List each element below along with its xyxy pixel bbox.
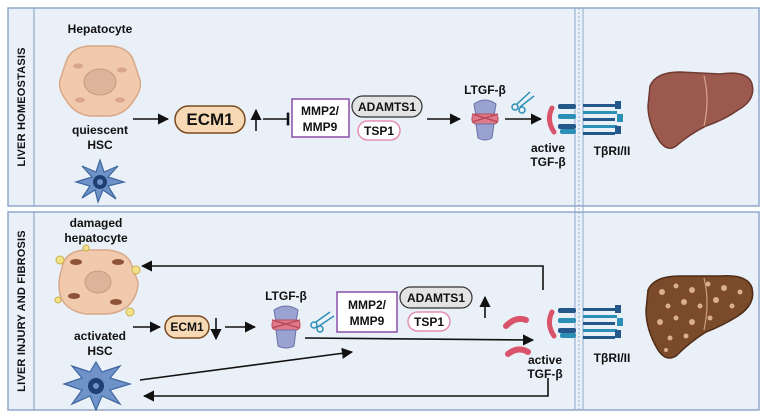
tsp1-pill: TSP1 [357, 120, 401, 141]
scissors-icon [511, 91, 535, 114]
ltgf-complex-icon-bottom [271, 305, 301, 349]
active-label-top-line1: active [531, 141, 565, 155]
tbr-receptor-bottom [558, 305, 623, 339]
mmp2-mmp9-box: MMP2/ MMP9 [291, 98, 350, 138]
mmp-label-bottom-line1: MMP2/ [348, 298, 387, 312]
active-label-bottom-line2: TGF-β [527, 367, 562, 381]
tbr-receptor-top [558, 101, 623, 135]
quiescent-hsc-cell [73, 158, 127, 204]
mmp2-mmp9-box-bottom: MMP2/ MMP9 [336, 291, 398, 333]
active-tgfb-ligand-bottom [546, 309, 557, 339]
active-tgfb-ligand-top [546, 105, 557, 135]
side-label-homeostasis: LIVER HOMEOSTASIS [16, 47, 28, 166]
adamts1-pill-bottom: ADAMTS1 [399, 286, 473, 309]
mmp-label-line2: MMP9 [303, 120, 338, 134]
feedback-arrow-to-hepatocyte [140, 260, 544, 290]
ecm1-pill: ECM1 [174, 105, 246, 134]
healthy-liver-icon [647, 71, 754, 149]
free-tgfb-ligands [503, 315, 531, 357]
side-label-injury: LIVER INJURY AND FIBROSIS [16, 230, 28, 392]
membrane-divider [574, 8, 584, 410]
tsp1-pill-bottom: TSP1 [407, 311, 451, 332]
ltgf-complex-icon [471, 99, 499, 141]
activated-hsc-label-line2: HSC [87, 344, 113, 358]
hepatocyte-cell [58, 45, 142, 117]
arrow-hsc-to-ltgf [139, 347, 354, 381]
active-label-top-line2: TGF-β [530, 155, 565, 169]
activated-hsc-label-line1: activated [74, 329, 126, 343]
receptor-label-bottom: TβRI/II [594, 351, 631, 365]
scissors-icon-bottom [310, 311, 335, 333]
quiescent-hsc-label-line2: HSC [87, 138, 113, 152]
adamts1-pill: ADAMTS1 [351, 95, 423, 118]
arrow-ltgf-to-active-bottom [304, 334, 535, 346]
fibrotic-liver-icon [645, 275, 754, 359]
tsp1-label: TSP1 [364, 124, 394, 138]
active-label-bottom-line1: active [528, 353, 562, 367]
damaged-hepatocyte-cell [54, 244, 141, 317]
ecm1-label-bottom: ECM1 [170, 320, 204, 334]
ltgf-label-top: LTGF-β [464, 83, 506, 97]
ecm1-label: ECM1 [186, 110, 233, 129]
mmp-label-bottom-line2: MMP9 [350, 314, 385, 328]
damaged-hepatocyte-label-line1: damaged [70, 216, 123, 230]
activated-hsc-cell [62, 360, 133, 412]
ltgf-label-bottom: LTGF-β [265, 289, 307, 303]
adamts1-label-bottom: ADAMTS1 [407, 291, 465, 305]
ecm1-pill-bottom: ECM1 [164, 315, 210, 339]
damaged-hepatocyte-label-line2: hepatocyte [64, 231, 128, 245]
mmp-label-line1: MMP2/ [301, 104, 340, 118]
adamts1-label: ADAMTS1 [358, 100, 416, 114]
feedback-arrow-to-hsc [142, 378, 549, 402]
tsp1-label-bottom: TSP1 [414, 315, 444, 329]
hepatocyte-label: Hepatocyte [68, 22, 133, 36]
receptor-label-top: TβRI/II [594, 144, 631, 158]
quiescent-hsc-label-line1: quiescent [72, 123, 128, 137]
